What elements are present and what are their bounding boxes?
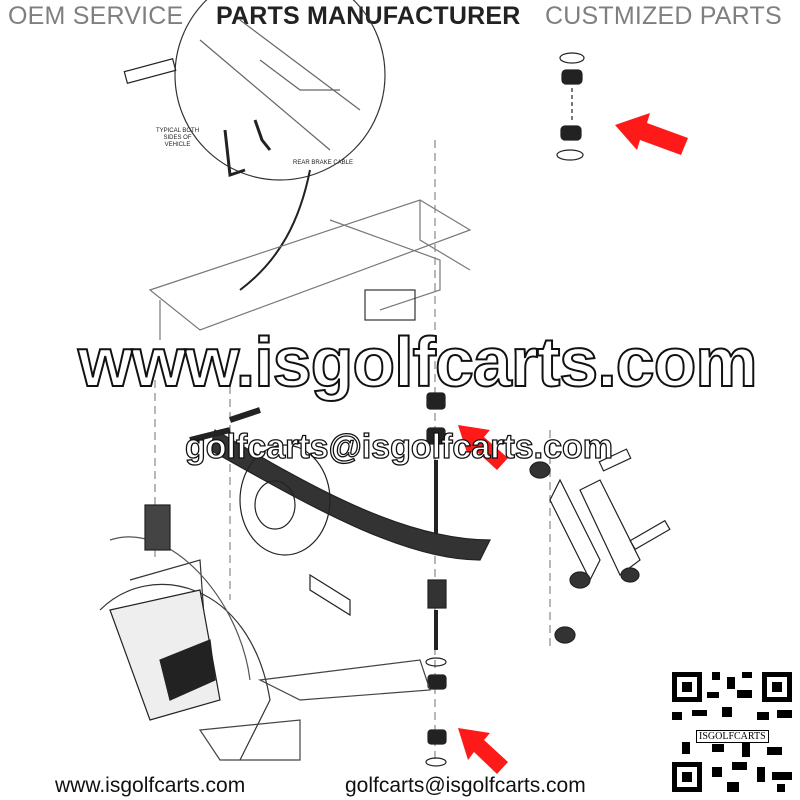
wheel-hub [239, 444, 331, 556]
red-arrows [458, 113, 688, 774]
detail-circle [174, 0, 386, 181]
footer-email[interactable]: golfcarts@isgolfcarts.com [345, 774, 586, 797]
bump-stop [144, 504, 171, 551]
watermark-email: golfcarts@isgolfcarts.com [184, 427, 614, 466]
banner-oem-service: OEM SERVICE [8, 2, 184, 30]
banner-customized-parts: CUSTMIZED PARTS [545, 2, 782, 30]
watermark-website: www.isgolfcarts.com [77, 322, 759, 402]
bolt [123, 57, 177, 85]
qr-code [672, 672, 792, 792]
brake-cable [239, 169, 311, 291]
qr-caption: ISGOLFCARTS [696, 730, 769, 743]
arrow-middle [458, 425, 508, 470]
arrow-bottom [458, 728, 508, 774]
frame [148, 199, 472, 340]
brake-clip [223, 119, 272, 178]
banner-parts-manufacturer: PARTS MANUFACTURER [216, 2, 521, 30]
arrow-top [615, 113, 688, 155]
label-typical: TYPICAL BOTH SIDES OF VEHICLE [155, 128, 200, 148]
label-rear-brake-cable: REAR BRAKE CABLE [293, 160, 354, 166]
shackle [549, 478, 641, 582]
leaf-spring [209, 429, 491, 561]
footer-website[interactable]: www.isgolfcarts.com [55, 774, 246, 797]
